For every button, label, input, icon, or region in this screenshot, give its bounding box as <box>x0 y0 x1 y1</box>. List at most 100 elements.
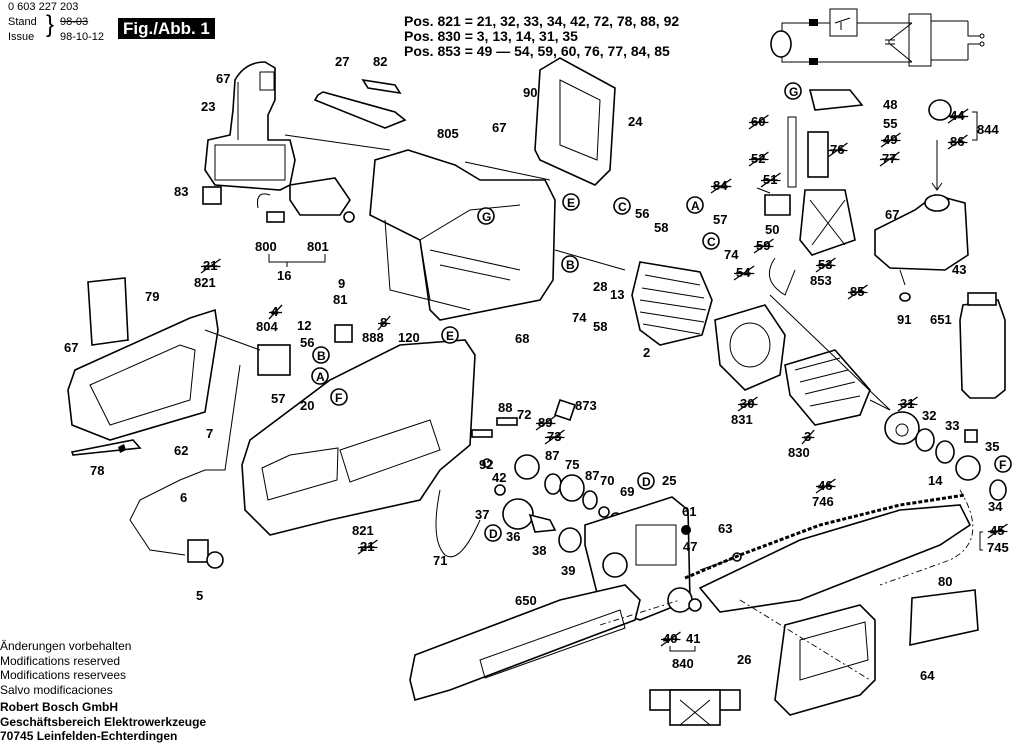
label-16: 16 <box>277 268 291 283</box>
company-name: Robert Bosch GmbH <box>0 700 119 714</box>
svg-text:A: A <box>691 199 700 213</box>
stator-2 <box>631 261 713 346</box>
label-36: 36 <box>506 529 520 544</box>
label-32: 32 <box>922 408 936 423</box>
label-67: 67 <box>64 340 78 355</box>
callout-g-1: G <box>784 82 802 100</box>
label-71: 71 <box>433 553 447 568</box>
label-58: 58 <box>654 220 668 235</box>
label-41: 41 <box>686 631 700 646</box>
callout-f-1: F <box>330 388 348 406</box>
label-39: 39 <box>561 563 575 578</box>
header-block: 0 603 227 203 Stand Issue <box>8 1 78 44</box>
label-33: 33 <box>945 418 959 433</box>
label-90: 90 <box>523 85 537 100</box>
interference-suppressor <box>908 13 932 67</box>
oil-bottle-651 <box>959 299 1006 399</box>
label-14: 14 <box>928 473 943 488</box>
label-37: 37 <box>475 507 489 522</box>
callout-e-1: E <box>562 193 580 211</box>
label-83: 83 <box>174 184 188 199</box>
key-78 <box>70 439 142 456</box>
label-79 <box>87 277 129 346</box>
label-67: 67 <box>492 120 506 135</box>
callout-a-1: A <box>686 196 704 214</box>
ring-32 <box>915 428 935 452</box>
label-27: 27 <box>335 54 349 69</box>
plug-5 <box>187 539 209 563</box>
part-labels: 67 23 27 82 83 800 801 16 21 821 79 9 81… <box>64 54 1009 683</box>
plate-83 <box>202 186 222 205</box>
label-56: 56 <box>635 206 649 221</box>
choke-bottom <box>809 58 818 65</box>
svg-text:A: A <box>316 370 325 384</box>
svg-text:C: C <box>618 200 627 214</box>
label-26: 26 <box>737 652 751 667</box>
square-35 <box>964 429 978 443</box>
label-805: 805 <box>437 126 459 141</box>
svg-text:B: B <box>566 258 575 272</box>
bearing-shield-831 <box>714 304 786 391</box>
callout-c-1: C <box>613 197 631 215</box>
label-745: 745 <box>987 540 1009 555</box>
label-56: 56 <box>300 335 314 350</box>
washer-41 <box>688 598 702 612</box>
label-64: 64 <box>920 668 935 683</box>
callout-letters: G G E E C C A A B B F F D D <box>311 82 1012 542</box>
svg-text:C: C <box>707 235 716 249</box>
svg-text:D: D <box>642 475 651 489</box>
label-67: 67 <box>216 71 230 86</box>
switch-804 <box>257 344 291 376</box>
label-81: 81 <box>333 292 347 307</box>
svg-text:G: G <box>482 210 491 224</box>
label-82 <box>361 78 402 95</box>
svg-text:F: F <box>999 458 1006 472</box>
label-88: 88 <box>498 400 512 415</box>
washer-91 <box>899 292 911 302</box>
stand-label: Stand <box>8 16 37 28</box>
label-746: 746 <box>812 494 834 509</box>
brace-icon: } <box>46 11 55 38</box>
motor-housing-805 <box>369 149 556 321</box>
label-821: 821 <box>194 275 216 290</box>
company-address: 70745 Leinfelden-Echterdingen <box>0 729 178 743</box>
callout-e-2: E <box>441 326 459 344</box>
label-20: 20 <box>300 398 314 413</box>
notice-es: Salvo modificaciones <box>0 682 113 697</box>
part-number: 0 603 227 203 <box>8 1 79 13</box>
label-79: 79 <box>145 289 159 304</box>
callout-d-2: D <box>484 524 502 542</box>
label-67: 67 <box>885 207 899 222</box>
label-61: 61 <box>682 504 696 519</box>
position-list: Pos. 821 = 21, 32, 33, 34, 42, 72, 78, 8… <box>404 14 679 59</box>
label-844: 844 <box>977 122 999 137</box>
svg-text:D: D <box>489 527 498 541</box>
label-58: 58 <box>593 319 607 334</box>
brackets <box>268 111 983 652</box>
label-830: 830 <box>788 445 810 460</box>
ring-33 <box>935 440 955 464</box>
label-63: 63 <box>718 521 732 536</box>
figure-label: Fig./Abb. 1 <box>118 18 215 39</box>
label-43: 43 <box>952 262 966 277</box>
pos-830: Pos. 830 = 3, 13, 14, 31, 35 <box>404 28 578 44</box>
label-8-struck: 8 <box>380 315 387 330</box>
label-821: 821 <box>352 523 374 538</box>
section-detail <box>649 689 741 726</box>
guide-bar-745 <box>698 504 972 613</box>
callout-a-2: A <box>311 367 329 385</box>
pos-853: Pos. 853 = 49 — 54, 59, 60, 76, 77, 84, … <box>404 43 670 59</box>
label-3-struck: 3 <box>804 429 811 444</box>
svg-text:E: E <box>567 196 575 210</box>
notice-en: Modifications reserved <box>0 653 121 668</box>
leader-lines <box>204 134 891 681</box>
label-62: 62 <box>174 443 188 458</box>
division-name: Geschäftsbereich Elektrowerkzeuge <box>0 714 207 729</box>
saw-chain-746 <box>684 493 966 580</box>
label-23: 23 <box>201 99 215 114</box>
callout-f-2: F <box>994 455 1012 473</box>
label-74: 74 <box>724 247 739 262</box>
capacitor-12 <box>334 324 353 343</box>
label-24: 24 <box>628 114 643 129</box>
